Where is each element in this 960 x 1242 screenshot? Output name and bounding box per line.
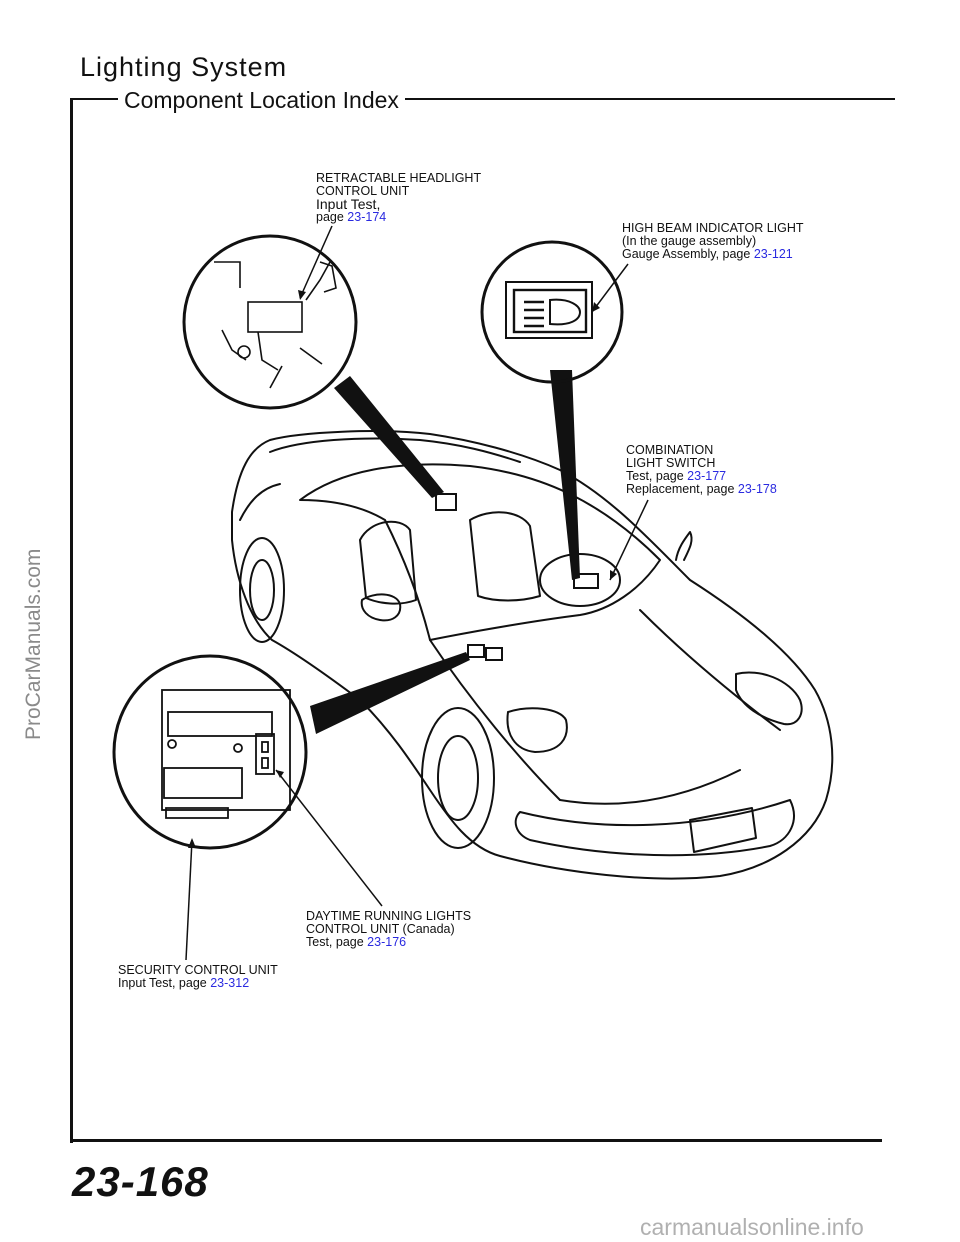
- callout-headlight-unit-page-prefix: page: [316, 210, 344, 224]
- page-title: Lighting System: [80, 52, 288, 82]
- link-page-23-176[interactable]: 23-176: [367, 935, 407, 949]
- callout-combination-switch-test-prefix: Test, page: [626, 469, 684, 483]
- detail-circle-headlight-unit: [182, 234, 358, 410]
- link-page-23-177[interactable]: 23-177: [687, 469, 727, 483]
- callout-combination-switch-line2: LIGHT SWITCH: [626, 456, 716, 470]
- callout-high-beam-line3-prefix: Gauge Assembly, page: [622, 247, 751, 261]
- callout-drl-unit: DAYTIME RUNNING LIGHTS CONTROL UNIT (Can…: [306, 910, 471, 949]
- watermark-bottom: carmanualsonline.info: [640, 1214, 864, 1240]
- callout-high-beam: HIGH BEAM INDICATOR LIGHT (In the gauge …: [622, 222, 804, 261]
- callout-combination-switch-replace-prefix: Replacement, page: [626, 482, 735, 496]
- leader-headlight-unit: [299, 225, 333, 299]
- callout-combination-switch-line1: COMBINATION: [626, 443, 714, 457]
- pointer-high-beam: [550, 370, 580, 580]
- dash-switch-marker: [573, 573, 599, 589]
- callout-drl-unit-line2: CONTROL UNIT (Canada): [306, 922, 455, 936]
- rear-wheel: [239, 537, 285, 643]
- drl-unit-marker: [467, 644, 485, 658]
- callout-headlight-unit-line1: RETRACTABLE HEADLIGHT: [316, 171, 482, 185]
- callout-headlight-unit-line2: CONTROL UNIT: [316, 184, 410, 198]
- headlight-unit-marker: [435, 493, 457, 511]
- car-body-outline: [231, 430, 834, 880]
- seat-left: [359, 520, 417, 605]
- hood-line-right: [639, 609, 781, 731]
- front-bumper: [514, 799, 795, 857]
- seat-right: [469, 511, 541, 602]
- pointer-headlight-unit: [334, 376, 444, 498]
- leader-combination-switch: [609, 499, 649, 581]
- callout-drl-unit-line1: DAYTIME RUNNING LIGHTS: [306, 909, 472, 923]
- callout-headlight-unit-line3: Input Test,: [316, 196, 381, 212]
- frame-top-rule: [90, 98, 895, 100]
- windshield: [299, 463, 661, 641]
- right-headlight: [735, 671, 803, 726]
- frame-left-rule: [70, 98, 93, 1143]
- callout-high-beam-line1: HIGH BEAM INDICATOR LIGHT: [622, 221, 804, 235]
- side-mirror: [360, 593, 402, 622]
- frame-bottom-rule: [70, 1139, 882, 1142]
- steering-wheel: [539, 553, 621, 607]
- link-page-23-312[interactable]: 23-312: [210, 976, 250, 990]
- hood-crease: [559, 769, 741, 805]
- link-page-23-121[interactable]: 23-121: [753, 247, 793, 261]
- leader-drl-unit: [275, 769, 383, 907]
- callout-security-unit-line2-prefix: Input Test, page: [118, 976, 207, 990]
- detail-circle-high-beam: [480, 240, 624, 384]
- callout-drl-unit-test-prefix: Test, page: [306, 935, 364, 949]
- front-wheel: [421, 707, 495, 849]
- left-headlight: [506, 707, 568, 753]
- callout-security-unit-line1: SECURITY CONTROL UNIT: [118, 963, 278, 977]
- detail-circle-security-drl: [112, 654, 308, 850]
- leader-security-unit: [185, 839, 193, 961]
- link-page-23-174[interactable]: 23-174: [347, 210, 387, 224]
- callout-security-unit: SECURITY CONTROL UNIT Input Test, page 2…: [118, 964, 278, 990]
- roof: [269, 437, 521, 463]
- callout-headlight-unit: RETRACTABLE HEADLIGHT CONTROL UNIT Input…: [316, 172, 481, 224]
- license-plate: [689, 807, 757, 853]
- pointer-security-drl: [310, 652, 470, 734]
- section-subtitle: Component Location Index: [118, 87, 405, 114]
- watermark-side: ProCarManuals.com: [22, 548, 45, 740]
- link-page-23-178[interactable]: 23-178: [737, 482, 777, 496]
- leader-high-beam: [591, 263, 629, 313]
- page-number: 23-168: [72, 1158, 209, 1205]
- callout-high-beam-line2: (In the gauge assembly): [622, 234, 757, 248]
- callout-combination-switch: COMBINATION LIGHT SWITCH Test, page 23-1…: [626, 444, 777, 496]
